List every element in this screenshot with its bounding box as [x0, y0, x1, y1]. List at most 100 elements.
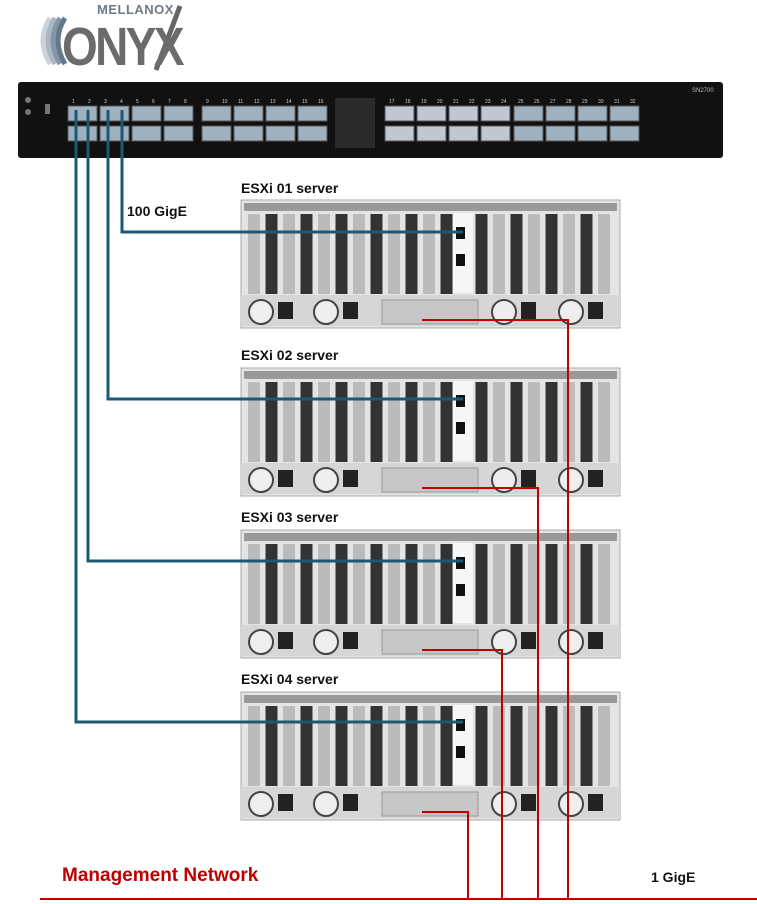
psu-power-socket	[278, 632, 293, 649]
switch-port-number: 13	[270, 99, 276, 105]
pcie-slot	[440, 214, 453, 294]
pcie-slot	[493, 214, 505, 294]
switch-port-number: 25	[518, 99, 524, 105]
pcie-slot	[248, 706, 260, 786]
logo-stripe	[50, 16, 63, 66]
logo-mark	[40, 5, 183, 71]
switch-port-number: 15	[302, 99, 308, 105]
pcie-slot	[318, 214, 330, 294]
server-top-vent	[244, 203, 617, 211]
nic-port	[456, 584, 465, 596]
psu-power-socket	[278, 302, 293, 319]
switch-qsfp-port	[513, 125, 544, 142]
pcie-slot	[265, 544, 278, 624]
pcie-slot	[335, 382, 348, 462]
pcie-slot	[388, 706, 400, 786]
pcie-slot	[248, 214, 260, 294]
switch-qsfp-port	[480, 105, 511, 122]
switch-qsfp-port	[131, 125, 162, 142]
pcie-slot	[300, 382, 313, 462]
switch-port-number: 14	[286, 99, 292, 105]
pcie-slot	[475, 706, 488, 786]
psu-power-socket	[343, 302, 358, 319]
switch-port-number: 9	[206, 99, 209, 105]
management-network-label: Management Network	[62, 865, 259, 886]
pcie-slot	[370, 706, 383, 786]
switch-qsfp-port	[577, 105, 608, 122]
switch-qsfp-port	[384, 105, 415, 122]
switch-port-number: 3	[104, 99, 107, 105]
psu-power-socket	[278, 470, 293, 487]
pcie-slot	[283, 706, 295, 786]
pcie-slot	[248, 544, 260, 624]
switch-qsfp-port	[416, 105, 447, 122]
switch-qsfp-port	[609, 125, 640, 142]
nic-card	[453, 213, 473, 293]
psu-power-socket	[588, 794, 603, 811]
pcie-slot	[440, 706, 453, 786]
mgmt-link-1gige-4	[422, 811, 469, 899]
server-label-1: ESXi 01 server	[241, 180, 339, 196]
psu-fan	[313, 629, 339, 655]
pcie-slot	[510, 706, 523, 786]
switch-qsfp-port	[297, 105, 328, 122]
pcie-slot	[493, 544, 505, 624]
pcie-slot	[423, 214, 435, 294]
pcie-slot	[545, 706, 558, 786]
pcie-slot	[300, 214, 313, 294]
psu-power-socket	[521, 302, 536, 319]
switch-port-number: 4	[120, 99, 123, 105]
pcie-slot	[388, 382, 400, 462]
psu-fan	[491, 467, 517, 493]
psu-power-socket	[521, 632, 536, 649]
server-top-vent	[244, 371, 617, 379]
switch-qsfp-port	[163, 125, 194, 142]
psu-power-socket	[343, 470, 358, 487]
switch-port-number: 32	[630, 99, 636, 105]
nic-port	[456, 557, 465, 569]
switch-qsfp-port	[67, 125, 98, 142]
psu-fan	[491, 299, 517, 325]
switch-port-number: 23	[485, 99, 491, 105]
pcie-slot	[493, 382, 505, 462]
switch-qsfp-port	[265, 105, 296, 122]
switch-qsfp-port	[513, 105, 544, 122]
pcie-slot	[563, 214, 575, 294]
psu-power-socket	[588, 470, 603, 487]
switch-port-number: 18	[405, 99, 411, 105]
switch-port-number: 1	[72, 99, 75, 105]
psu-fan	[491, 629, 517, 655]
switch-qsfp-port	[416, 125, 447, 142]
pcie-slot	[598, 214, 610, 294]
mgmt-link-1gige-1	[422, 319, 569, 899]
pcie-slot	[318, 382, 330, 462]
mgmt-link-1gige-3	[422, 649, 503, 899]
switch-port-number: 24	[501, 99, 507, 105]
esxi-server-1	[240, 199, 621, 329]
switch-qsfp-port	[297, 125, 328, 142]
switch-qsfp-port	[545, 125, 576, 142]
pcie-slot	[598, 544, 610, 624]
switch-port-number: 22	[469, 99, 475, 105]
pcie-slot	[353, 382, 365, 462]
pcie-slot	[300, 544, 313, 624]
pcie-slot	[580, 706, 593, 786]
psu-fan	[313, 791, 339, 817]
pcie-slot	[405, 382, 418, 462]
logo-stripe	[40, 16, 53, 66]
pcie-slot	[265, 382, 278, 462]
switch-port-number: 17	[389, 99, 395, 105]
data-link-100gige-1	[120, 110, 463, 234]
switch-qsfp-port	[163, 105, 194, 122]
pcie-slot	[510, 544, 523, 624]
nic-port	[456, 254, 465, 266]
pcie-slot	[283, 544, 295, 624]
pcie-slot	[545, 214, 558, 294]
switch-port-number: 27	[550, 99, 556, 105]
switch-qsfp-port	[233, 125, 264, 142]
switch-qsfp-port	[99, 125, 130, 142]
logo-stripe	[55, 16, 68, 66]
pcie-slot	[545, 544, 558, 624]
pcie-slot	[423, 706, 435, 786]
